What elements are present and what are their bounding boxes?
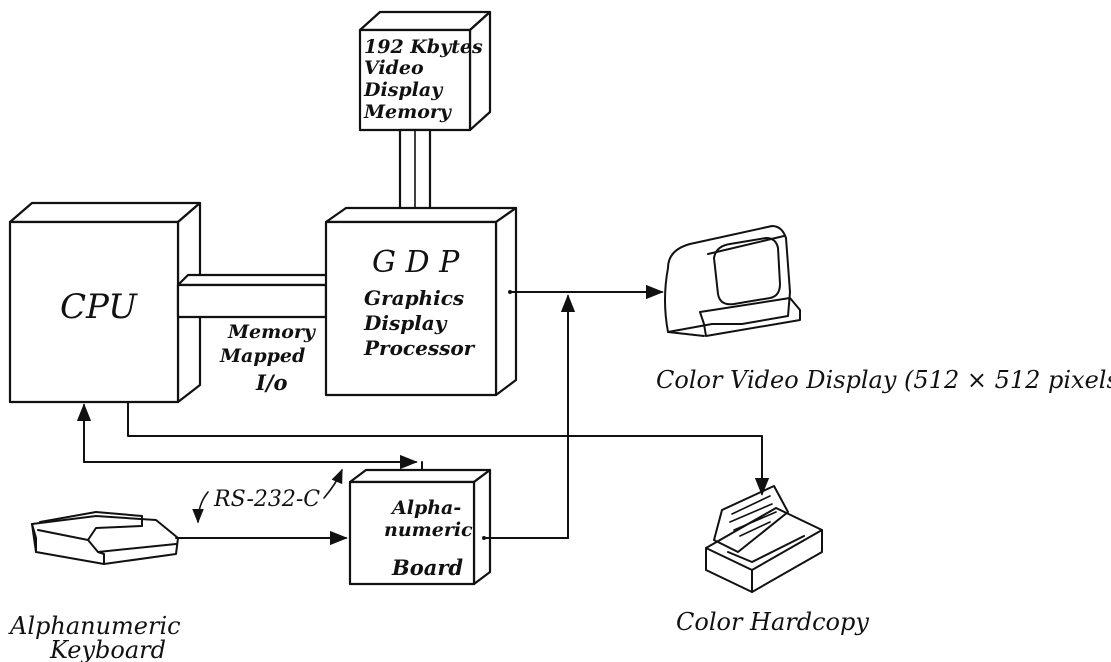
color-hardcopy-icon (706, 486, 822, 592)
hardcopy-label: Color Hardcopy (676, 608, 869, 636)
rs232-label: RS-232-C (213, 487, 320, 512)
memory-label-1: 192 Kbytes (364, 36, 483, 58)
cpu-label: CPU (60, 287, 138, 327)
alphanumeric-board-block: Alpha- numeric Board (350, 470, 490, 584)
memory-label-4: Memory (363, 101, 453, 123)
color-video-display-icon (665, 226, 800, 336)
keyboard-label-2: Keyboard (49, 636, 166, 662)
gdp-title: G D P (372, 245, 460, 280)
memory-label-2: Video (364, 57, 424, 79)
memory-mapped-bus (178, 275, 334, 317)
video-memory-block: 192 Kbytes Video Display Memory (360, 12, 490, 130)
bus-label-2: Mapped (219, 345, 305, 367)
board-label-3: Board (391, 555, 463, 580)
memory-label-3: Display (363, 79, 444, 101)
cpu-block: CPU (10, 203, 200, 402)
gdp-label-1: Graphics (364, 286, 464, 310)
gdp-block: G D P Graphics Display Processor (326, 208, 516, 395)
bus-label-3: I/o (255, 370, 288, 395)
board-label-2: numeric (384, 519, 473, 541)
display-label: Color Video Display (512 × 512 pixels) (656, 366, 1111, 394)
alphanumeric-keyboard-icon (32, 512, 178, 564)
board-label-1: Alpha- (390, 497, 461, 519)
gdp-label-3: Processor (363, 336, 476, 360)
bus-label-1: Memory (227, 321, 317, 343)
gdp-label-2: Display (363, 311, 448, 335)
